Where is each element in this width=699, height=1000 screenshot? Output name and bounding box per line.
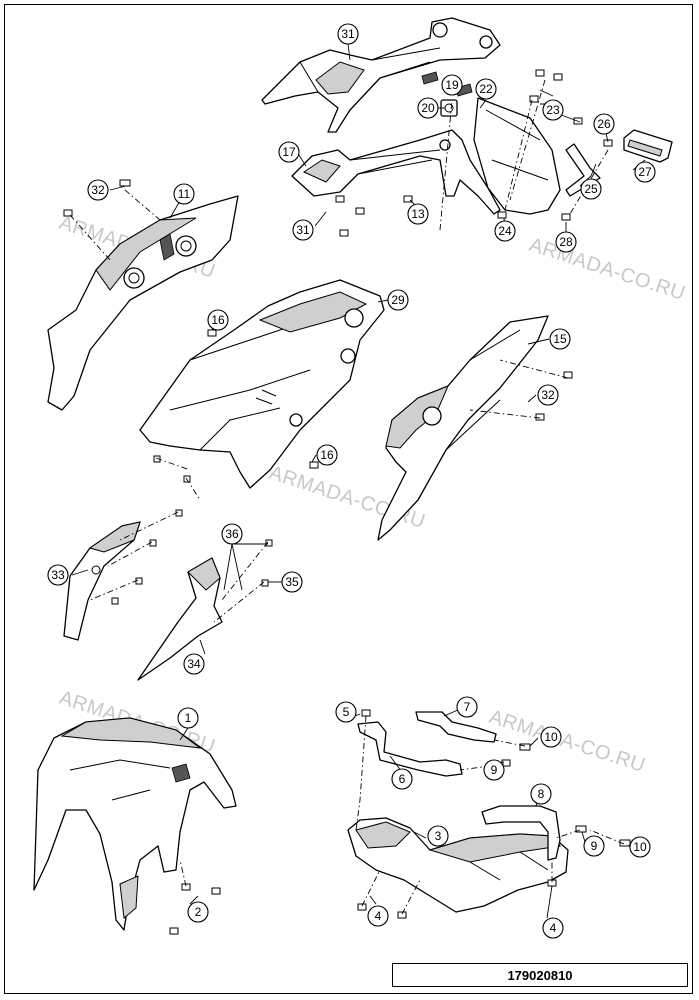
svg-text:31: 31 <box>296 223 310 237</box>
part-17-lower-bracket <box>291 129 501 215</box>
callout-3: 3 <box>427 825 449 847</box>
part-20-nut <box>440 99 458 117</box>
svg-text:35: 35 <box>285 575 299 589</box>
svg-text:9: 9 <box>591 839 598 853</box>
callout-25: 25 <box>580 178 602 200</box>
svg-text:16: 16 <box>320 448 334 462</box>
svg-text:16: 16 <box>211 313 225 327</box>
callout-5: 5 <box>335 701 357 723</box>
part-22-plate-holder <box>473 97 561 215</box>
callout-31: 31 <box>292 219 314 241</box>
callout-13: 13 <box>407 203 429 225</box>
callout-24: 24 <box>494 220 516 242</box>
callout-2: 2 <box>187 901 209 923</box>
part-27-reflector <box>623 129 673 163</box>
svg-text:23: 23 <box>546 103 560 117</box>
callout-10-top: 10 <box>540 726 562 748</box>
callout-22: 22 <box>475 78 497 100</box>
part-33-side-panel <box>63 521 141 641</box>
callout-20: 20 <box>417 97 439 119</box>
callout-36: 36 <box>221 523 243 545</box>
drawing-number: 179020810 <box>507 967 573 983</box>
watermark-5: ARMADA-CO.RU <box>486 706 648 777</box>
part-3-skid-plate <box>347 817 569 913</box>
part-19b-clip <box>421 71 439 85</box>
svg-text:1: 1 <box>185 711 192 725</box>
svg-text:3: 3 <box>435 829 442 843</box>
part-15-side-cover-right <box>377 315 549 541</box>
svg-text:2: 2 <box>195 905 202 919</box>
callout-8: 8 <box>530 783 552 805</box>
drawing-number-box: 179020810 <box>392 963 688 987</box>
callout-19: 19 <box>441 74 463 96</box>
callout-26: 26 <box>593 113 615 135</box>
callout-4-right: 4 <box>542 917 564 939</box>
svg-text:4: 4 <box>550 921 557 935</box>
callout-1: 1 <box>177 707 199 729</box>
watermark-2: ARMADA-CO.RU <box>526 234 688 305</box>
part-34-lower-panel <box>137 557 223 681</box>
svg-text:26: 26 <box>597 117 611 131</box>
callout-18: 31 <box>337 23 359 45</box>
svg-text:7: 7 <box>464 700 471 714</box>
svg-text:34: 34 <box>187 657 201 671</box>
callout-15: 15 <box>549 328 571 350</box>
callout-33: 33 <box>47 564 69 586</box>
callout-6: 6 <box>391 768 413 790</box>
part-8-bracket <box>481 805 561 861</box>
svg-text:10: 10 <box>633 840 647 854</box>
svg-text:8: 8 <box>538 787 545 801</box>
svg-text:6: 6 <box>399 772 406 786</box>
svg-text:19: 19 <box>445 78 459 92</box>
part-29-tail-frame <box>139 279 385 489</box>
part-18-rear-bracket <box>261 17 501 133</box>
callout-9-bottom: 9 <box>583 835 605 857</box>
callout-9-top: 9 <box>483 759 505 781</box>
callout-32-left: 32 <box>87 179 109 201</box>
svg-text:25: 25 <box>584 182 598 196</box>
callout-10-bottom: 10 <box>629 836 651 858</box>
svg-text:33: 33 <box>51 568 65 582</box>
part-1-front-fender <box>33 717 237 931</box>
callout-7: 7 <box>456 696 478 718</box>
svg-text:5: 5 <box>343 705 350 719</box>
callout-11: 11 <box>173 183 195 205</box>
svg-text:32: 32 <box>541 388 555 402</box>
callout-16-bottom: 16 <box>316 444 338 466</box>
svg-text:36: 36 <box>225 527 239 541</box>
callout-27: 27 <box>634 161 656 183</box>
svg-text:20: 20 <box>421 101 435 115</box>
svg-text:32: 32 <box>91 183 105 197</box>
svg-text:28: 28 <box>559 235 573 249</box>
callout-34: 34 <box>183 653 205 675</box>
svg-text:13: 13 <box>411 207 425 221</box>
part-7-bracket <box>415 711 497 743</box>
drawing-frame <box>4 4 693 994</box>
svg-text:4: 4 <box>375 909 382 923</box>
callout-28: 28 <box>555 231 577 253</box>
svg-text:9: 9 <box>491 763 498 777</box>
svg-text:31: 31 <box>341 27 355 41</box>
svg-text:24: 24 <box>498 224 512 238</box>
callout-29: 29 <box>387 289 409 311</box>
svg-text:10: 10 <box>544 730 558 744</box>
callout-17: 17 <box>278 141 300 163</box>
svg-text:17: 17 <box>282 145 296 159</box>
callout-32-right: 32 <box>537 384 559 406</box>
svg-text:15: 15 <box>553 332 567 346</box>
svg-text:22: 22 <box>479 82 493 96</box>
svg-text:29: 29 <box>391 293 405 307</box>
callout-35: 35 <box>281 571 303 593</box>
callout-23: 23 <box>542 99 564 121</box>
callout-16-top: 16 <box>207 309 229 331</box>
part-6-bracket <box>357 721 463 777</box>
callout-4-left: 4 <box>367 905 389 927</box>
part-11-side-cover-left <box>47 195 239 411</box>
svg-text:27: 27 <box>638 165 652 179</box>
svg-text:11: 11 <box>178 187 191 201</box>
